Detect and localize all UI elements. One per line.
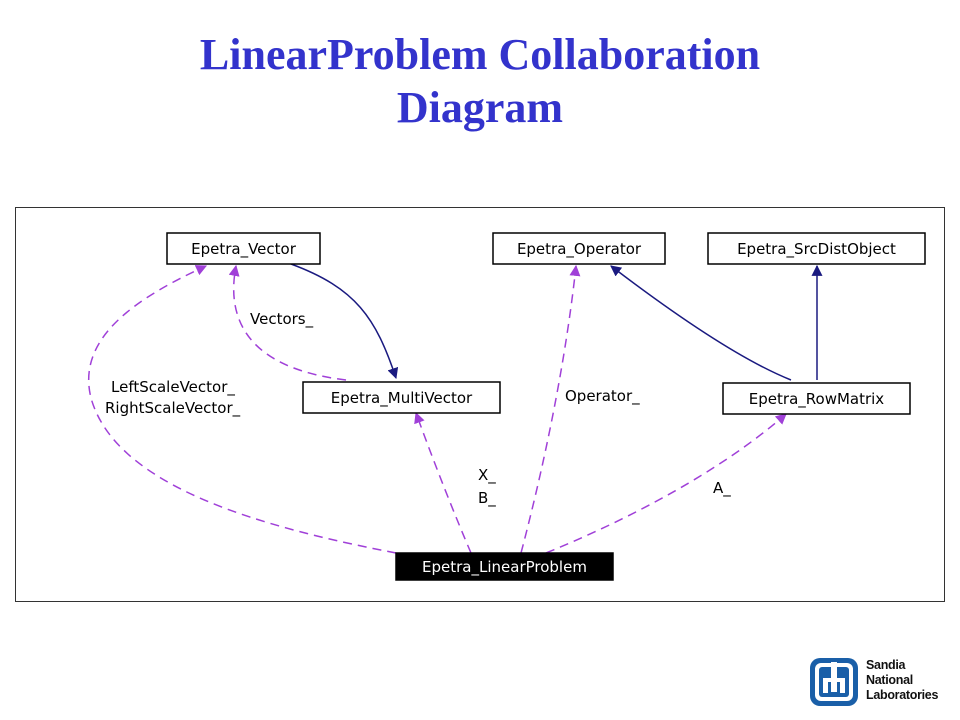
collaboration-diagram: Vectors_ LeftScaleVector_ RightScaleVect… xyxy=(15,207,945,602)
sandia-logo: Sandia National Laboratories xyxy=(808,656,948,712)
slide-title: LinearProblem Collaboration Diagram xyxy=(0,28,960,134)
sandia-logo-text: Sandia National Laboratories xyxy=(866,658,938,703)
sandia-thunderbird-icon xyxy=(810,658,858,706)
edge-vector-to-multivector xyxy=(290,263,399,380)
edge-rowmatrix-to-operator xyxy=(610,265,792,381)
node-epetra-multivector[interactable]: Epetra_MultiVector xyxy=(302,381,501,414)
logo-line-2: National xyxy=(866,673,913,687)
node-epetra-linearproblem-label: Epetra_LinearProblem xyxy=(422,558,587,577)
label-operator: Operator_ xyxy=(565,387,640,406)
label-x: X_ xyxy=(478,466,496,485)
node-epetra-vector-label: Epetra_Vector xyxy=(191,240,297,259)
label-right-scale-vector: RightScaleVector_ xyxy=(105,399,241,418)
label-a: A_ xyxy=(713,479,731,498)
edge-linearproblem-rowmatrix xyxy=(545,413,787,554)
node-epetra-operator[interactable]: Epetra_Operator xyxy=(492,232,666,265)
edge-linearproblem-multivector xyxy=(414,411,472,554)
logo-line-3: Laboratories xyxy=(866,688,939,702)
title-line-1: LinearProblem Collaboration xyxy=(199,30,761,79)
edge-linearproblem-scalevectors xyxy=(88,265,397,554)
logo-line-1: Sandia xyxy=(866,658,906,672)
label-left-scale-vector: LeftScaleVector_ xyxy=(111,378,235,397)
node-epetra-rowmatrix[interactable]: Epetra_RowMatrix xyxy=(722,382,911,415)
node-epetra-operator-label: Epetra_Operator xyxy=(517,240,642,259)
node-epetra-srcdistobject-label: Epetra_SrcDistObject xyxy=(737,240,896,259)
edge-linearproblem-operator xyxy=(520,264,581,554)
node-epetra-linearproblem[interactable]: Epetra_LinearProblem xyxy=(395,552,614,581)
label-vectors: Vectors_ xyxy=(250,310,314,329)
node-epetra-multivector-label: Epetra_MultiVector xyxy=(331,389,473,408)
node-epetra-rowmatrix-label: Epetra_RowMatrix xyxy=(749,390,885,409)
label-b: B_ xyxy=(478,489,496,508)
edge-multivector-vectors xyxy=(228,264,347,381)
node-epetra-vector[interactable]: Epetra_Vector xyxy=(166,232,321,265)
diagram-canvas: Vectors_ LeftScaleVector_ RightScaleVect… xyxy=(88,232,926,581)
node-epetra-srcdistobject[interactable]: Epetra_SrcDistObject xyxy=(707,232,926,265)
title-line-2: Diagram xyxy=(396,83,564,132)
